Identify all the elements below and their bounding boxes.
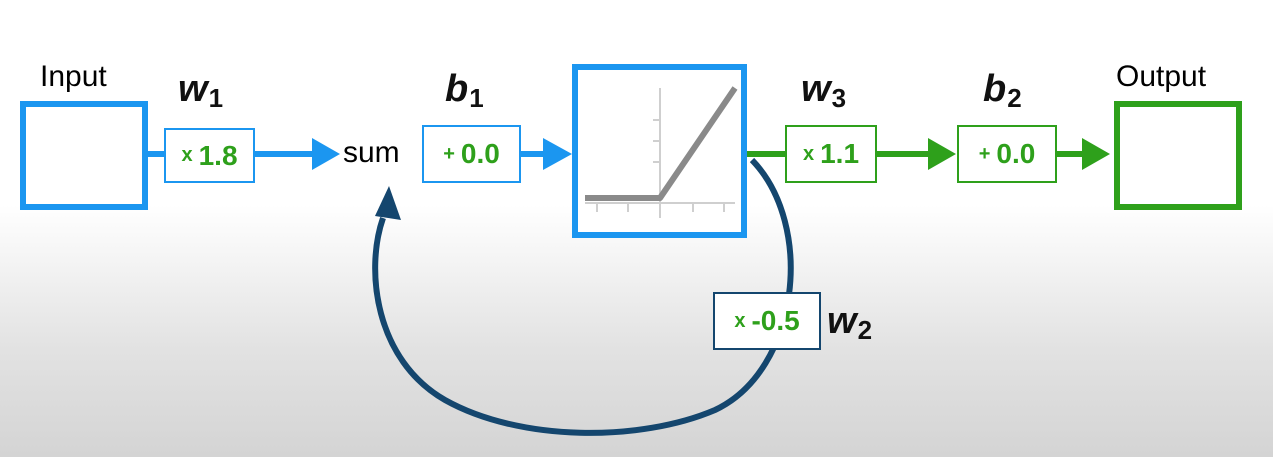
b1-value-box: +0.0 <box>422 125 521 183</box>
arrowhead-w3-b2 <box>928 138 956 170</box>
relu-graph-icon <box>585 86 738 218</box>
sum-label: sum <box>343 136 400 169</box>
feedback-loop <box>372 157 794 436</box>
param-b2-label: b2 <box>983 68 1022 113</box>
output-node <box>1114 101 1242 210</box>
input-label: Input <box>40 60 107 93</box>
b2-value-box: +0.0 <box>957 125 1057 183</box>
w2-operator: x <box>734 309 746 332</box>
param-w3-label: w3 <box>801 68 847 113</box>
arrowhead-w1-sum <box>312 138 340 170</box>
arrowhead-b1-activation <box>543 138 572 170</box>
b1-operator: + <box>443 142 455 165</box>
b2-value: 0.0 <box>996 138 1036 169</box>
w2-value: -0.5 <box>751 305 800 336</box>
feedback-arrowhead <box>375 186 401 220</box>
param-w1-label: w1 <box>178 68 224 113</box>
param-w2-label: w2 <box>827 300 873 345</box>
w3-value: 1.1 <box>820 138 860 169</box>
w1-value: 1.8 <box>198 139 238 171</box>
b2-operator: + <box>978 142 991 165</box>
output-label: Output <box>1116 60 1207 93</box>
w1-operator: x <box>181 144 193 166</box>
w2-value-box: x-0.5 <box>713 292 821 350</box>
w3-operator: x <box>802 142 815 165</box>
b1-value: 0.0 <box>460 138 500 169</box>
param-b1-label: b1 <box>445 68 484 113</box>
input-node <box>20 101 148 210</box>
arrowhead-b2-output <box>1082 138 1110 170</box>
